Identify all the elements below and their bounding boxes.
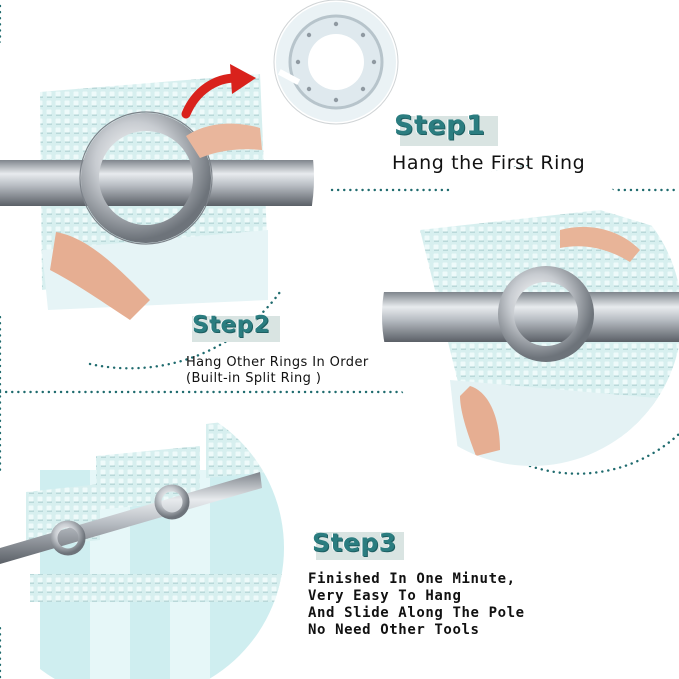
step1-description: Hang the First Ring	[392, 152, 585, 174]
step1-title: Step1	[394, 110, 486, 141]
step3-badge	[316, 532, 404, 560]
step3-line: Very Easy To Hang	[308, 588, 462, 604]
step3-line: And Slide Along The Pole	[308, 605, 525, 621]
step2-description: Hang Other Rings In Order (Built-in Spli…	[186, 355, 369, 387]
step1-badge	[400, 116, 498, 146]
step3-title: Step3	[312, 528, 397, 557]
step1-photo	[0, 0, 314, 364]
step1-line: Hang the First Ring	[392, 152, 586, 174]
step3-line: Finished In One Minute,	[308, 571, 516, 587]
divider-lines	[0, 4, 679, 679]
red-curved-arrow-icon	[181, 64, 256, 119]
step2-line: (Built-in Split Ring )	[186, 371, 322, 386]
grommet-inset	[273, 0, 399, 125]
step3-photo	[0, 396, 284, 679]
step3-line: No Need Other Tools	[308, 622, 480, 638]
step2-badge	[192, 316, 280, 342]
step2-photo	[382, 166, 679, 466]
step3-description: Finished In One Minute, Very Easy To Han…	[308, 571, 525, 639]
step2-line: Hang Other Rings In Order	[186, 355, 369, 370]
step2-title: Step2	[192, 312, 271, 338]
